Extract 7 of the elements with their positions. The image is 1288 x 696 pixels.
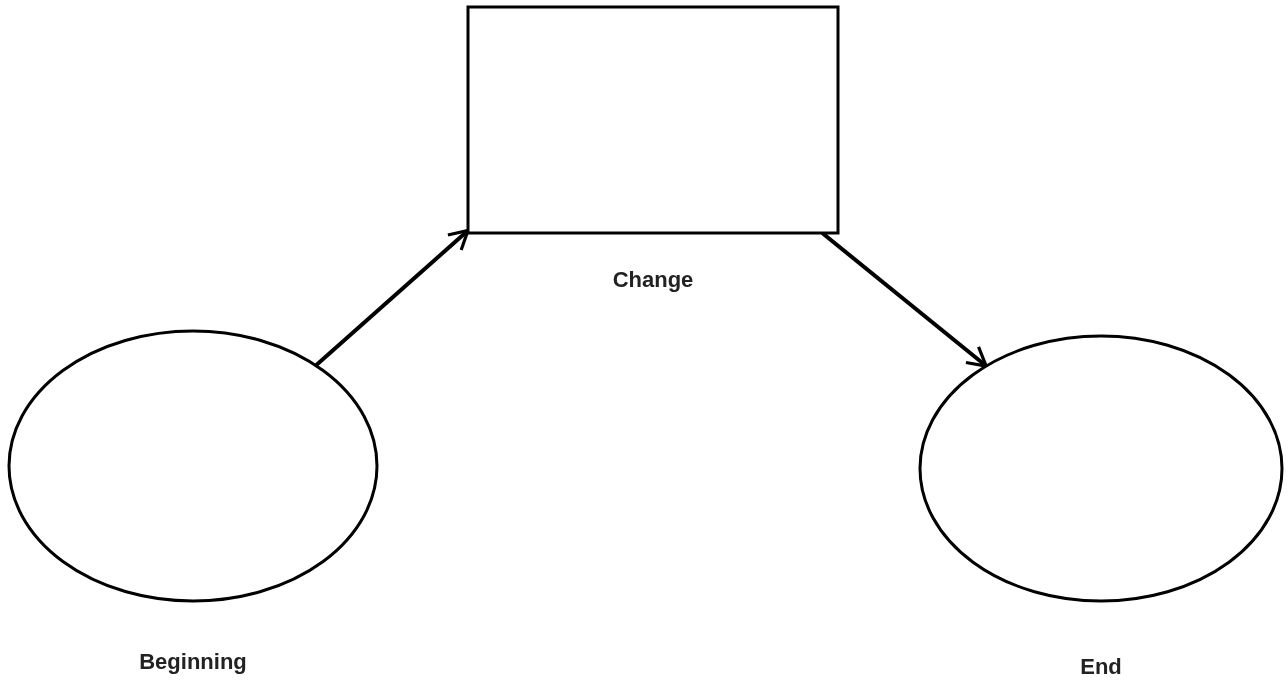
process-box — [466, 5, 840, 235]
node-label: End — [1079, 654, 1123, 680]
arrow — [314, 228, 470, 367]
ellipse-shape — [7, 329, 379, 603]
node-label: Change — [611, 267, 695, 293]
node-label: Beginning — [138, 649, 248, 675]
ellipse-shape — [918, 334, 1284, 603]
